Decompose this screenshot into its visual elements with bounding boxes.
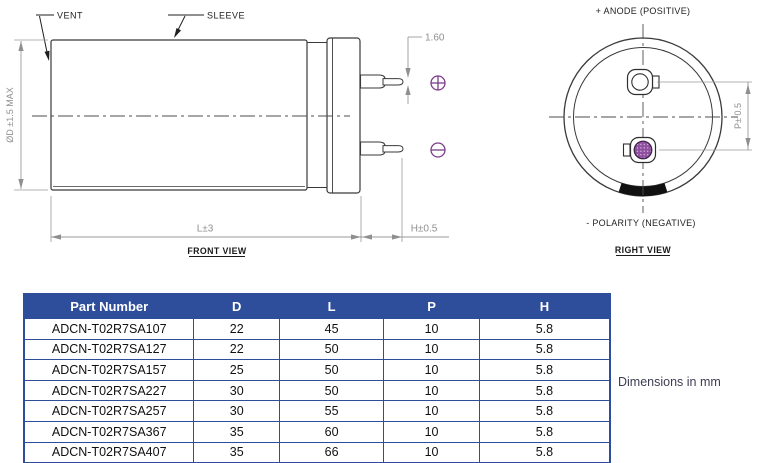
cell-d: 22 xyxy=(193,318,280,340)
dim-arrow-icon xyxy=(18,41,24,51)
positive-terminal xyxy=(626,68,660,96)
cell-l: 45 xyxy=(278,318,385,340)
sleeve-arrow-icon xyxy=(174,28,182,38)
cell-d: 35 xyxy=(193,420,280,443)
cell-part-number: ADCN-T02R7SA127 xyxy=(23,338,195,361)
cell-part-number: ADCN-T02R7SA157 xyxy=(23,359,195,381)
cell-d: 35 xyxy=(193,441,280,463)
cell-h: 5.8 xyxy=(478,359,611,381)
table-row: ADCN-T02R7SA157 25 50 10 5.8 xyxy=(23,359,611,381)
table-row: ADCN-T02R7SA407 35 66 10 5.8 xyxy=(23,441,611,463)
cell-p: 10 xyxy=(383,400,480,422)
lead-height-dim: H±0.5 xyxy=(411,224,438,235)
part-number-table: Part Number D L P H ADCN-T02R7SA107 22 4… xyxy=(23,293,611,463)
cell-part-number: ADCN-T02R7SA407 xyxy=(23,441,195,463)
circled-minus-icon xyxy=(430,142,446,158)
cell-part-number: ADCN-T02R7SA107 xyxy=(23,318,195,340)
cell-l: 55 xyxy=(278,400,385,422)
header-h: H xyxy=(478,293,611,319)
cell-l: 50 xyxy=(278,359,385,381)
negative-lead-tip xyxy=(382,145,404,153)
cell-h: 5.8 xyxy=(478,379,611,402)
cell-l: 50 xyxy=(278,379,385,402)
circled-plus-icon xyxy=(430,75,446,91)
right-view-drawing: + ANODE (POSITIVE) xyxy=(549,6,752,256)
cell-h: 5.8 xyxy=(478,338,611,361)
cell-d: 25 xyxy=(193,359,280,381)
cell-p: 10 xyxy=(383,338,480,361)
dim-arrow-icon xyxy=(745,138,751,148)
technical-drawing: VENT SLEEVE ØD ±1.5 MAX 1.60 xyxy=(5,6,752,257)
negative-lead-base xyxy=(359,141,386,156)
cell-part-number: ADCN-T02R7SA367 xyxy=(23,420,195,443)
table-row: ADCN-T02R7SA257 30 55 10 5.8 xyxy=(23,400,611,422)
cell-d: 30 xyxy=(193,400,280,422)
case-diameter-dim: ØD ±1.5 MAX xyxy=(5,87,15,142)
cell-l: 50 xyxy=(278,338,385,361)
header-p: P xyxy=(383,293,480,319)
dim-arrow-icon xyxy=(405,68,411,78)
capacitor-body xyxy=(50,39,308,191)
table-row: ADCN-T02R7SA107 22 45 10 5.8 xyxy=(23,318,611,340)
negative-terminal xyxy=(622,136,657,164)
front-view-drawing: VENT SLEEVE ØD ±1.5 MAX 1.60 xyxy=(5,11,449,257)
cell-p: 10 xyxy=(383,441,480,463)
cell-l: 60 xyxy=(278,420,385,443)
positive-lead-tip xyxy=(382,78,404,86)
cell-h: 5.8 xyxy=(478,400,611,422)
table-header-row: Part Number D L P H xyxy=(23,293,611,319)
positive-lead-base xyxy=(359,74,386,89)
table-row: ADCN-T02R7SA127 22 50 10 5.8 xyxy=(23,338,611,361)
dim-arrow-icon xyxy=(51,234,61,240)
cell-d: 22 xyxy=(193,338,280,361)
cell-p: 10 xyxy=(383,359,480,381)
header-part-number: Part Number xyxy=(23,293,195,319)
cell-h: 5.8 xyxy=(478,420,611,443)
cell-h: 5.8 xyxy=(478,441,611,463)
case-length-dim: L±3 xyxy=(197,224,214,235)
right-view-title: RIGHT VIEW xyxy=(615,245,672,255)
vent-label: VENT xyxy=(57,11,83,21)
end-cap xyxy=(326,37,361,194)
lead-pitch-dim: P± 0.5 xyxy=(733,103,743,129)
cell-p: 10 xyxy=(383,420,480,443)
vent-leader-line xyxy=(39,15,49,58)
dim-arrow-icon xyxy=(362,234,372,240)
cell-l: 66 xyxy=(278,441,385,463)
cell-p: 10 xyxy=(383,379,480,402)
dim-arrow-icon xyxy=(392,234,402,240)
dim-arrow-icon xyxy=(18,179,24,189)
dim-arrow-icon xyxy=(351,234,361,240)
header-l: L xyxy=(278,293,385,319)
front-view-title: FRONT VIEW xyxy=(187,246,247,256)
polarity-label: - POLARITY (NEGATIVE) xyxy=(586,218,695,228)
units-note: Dimensions in mm xyxy=(618,375,721,389)
cell-h: 5.8 xyxy=(478,318,611,340)
dim-arrow-icon xyxy=(745,84,751,94)
cell-p: 10 xyxy=(383,318,480,340)
table-row: ADCN-T02R7SA227 30 50 10 5.8 xyxy=(23,379,611,402)
anode-label: + ANODE (POSITIVE) xyxy=(596,6,691,16)
cell-part-number: ADCN-T02R7SA257 xyxy=(23,400,195,422)
cell-d: 30 xyxy=(193,379,280,402)
cell-part-number: ADCN-T02R7SA227 xyxy=(23,379,195,402)
sleeve-label: SLEEVE xyxy=(207,11,245,21)
dim-arrow-icon xyxy=(405,85,411,95)
header-d: D xyxy=(193,293,280,319)
vent-arrow-icon xyxy=(44,50,50,61)
table-row: ADCN-T02R7SA367 35 60 10 5.8 xyxy=(23,420,611,443)
lead-diameter-dim: 1.60 xyxy=(425,33,445,44)
